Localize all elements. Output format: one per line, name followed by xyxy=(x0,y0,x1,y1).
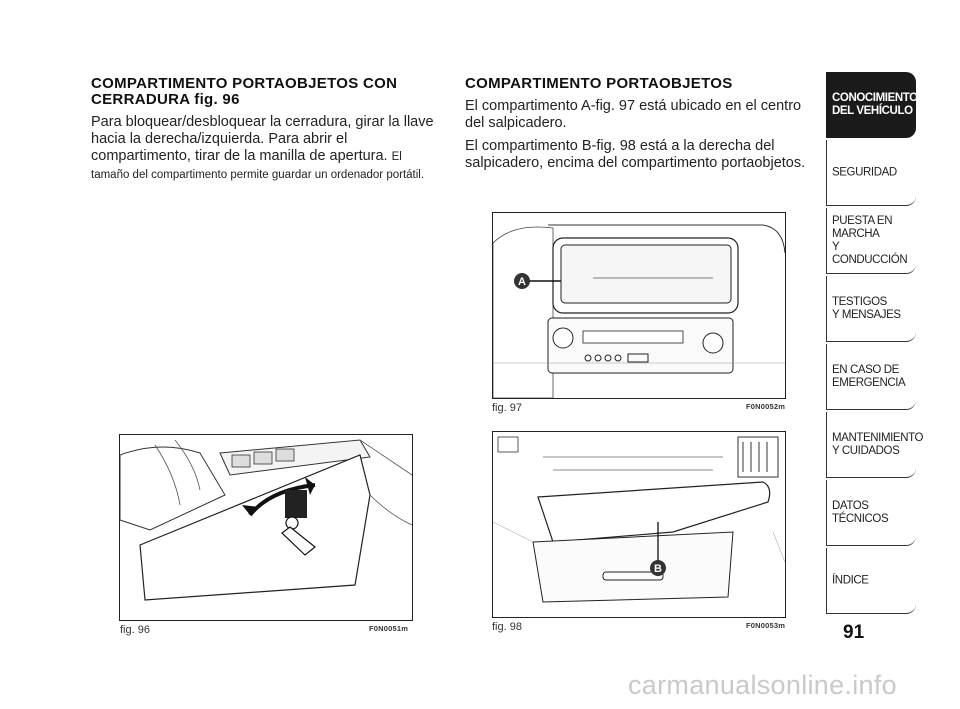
sidebar-tab-indice[interactable]: ÍNDICE xyxy=(826,548,916,614)
sidebar-tab-datos-tecnicos[interactable]: DATOS TÉCNICOS xyxy=(826,480,916,546)
figure-96-caption: fig. 96 xyxy=(120,624,150,636)
page-number: 91 xyxy=(843,622,865,643)
figure-96-illustration xyxy=(119,434,413,621)
sidebar-tab-mantenimiento[interactable]: MANTENIMIENTO Y CUIDADOS xyxy=(826,412,923,478)
right-heading: COMPARTIMENTO PORTAOBJETOS xyxy=(465,75,733,92)
figure-96-code: F0N0051m xyxy=(369,624,409,633)
figure-97-marker: A xyxy=(518,276,526,288)
figure-97-caption: fig. 97 xyxy=(492,402,522,414)
left-body-main: Para bloquear/desbloquear la cerradura, … xyxy=(91,114,434,164)
right-para-1: El compartimento A-fig. 97 está ubicado … xyxy=(465,98,802,131)
left-body: Para bloquear/desbloquear la cerradura, … xyxy=(91,114,441,184)
left-column: COMPARTIMENTO PORTAOBJETOS CON CERRADURA… xyxy=(91,76,441,184)
chapter-sidebar: CONOCIMIENTO DEL VEHÍCULO SEGURIDAD PUES… xyxy=(826,72,923,616)
sidebar-tab-emergencia[interactable]: EN CASO DE EMERGENCIA xyxy=(826,344,916,410)
figure-98-caption: fig. 98 xyxy=(492,621,522,633)
figure-98-illustration: B xyxy=(492,431,786,618)
figure-98-marker: B xyxy=(654,563,662,575)
right-para-2: El compartimento B-fig. 98 está a la der… xyxy=(465,138,806,171)
left-body-small: El tamaño del compartimento permite guar… xyxy=(91,151,425,181)
figure-98-code: F0N0053m xyxy=(746,621,786,630)
sidebar-tab-conocimiento[interactable]: CONOCIMIENTO DEL VEHÍCULO xyxy=(826,72,918,138)
right-column: COMPARTIMENTO PORTAOBJETOS El compartime… xyxy=(465,76,815,172)
figure-97-code: F0N0052m xyxy=(746,402,786,411)
figure-97-illustration: A xyxy=(492,212,786,399)
sidebar-tab-testigos[interactable]: TESTIGOS Y MENSAJES xyxy=(826,276,916,342)
watermark-text: carmanualsonline.info xyxy=(628,670,897,700)
sidebar-tab-seguridad[interactable]: SEGURIDAD xyxy=(826,140,916,206)
sidebar-tab-puesta-en-marcha[interactable]: PUESTA EN MARCHA Y CONDUCCIÓN xyxy=(826,208,916,274)
left-heading: COMPARTIMENTO PORTAOBJETOS CON CERRADURA… xyxy=(91,75,398,108)
